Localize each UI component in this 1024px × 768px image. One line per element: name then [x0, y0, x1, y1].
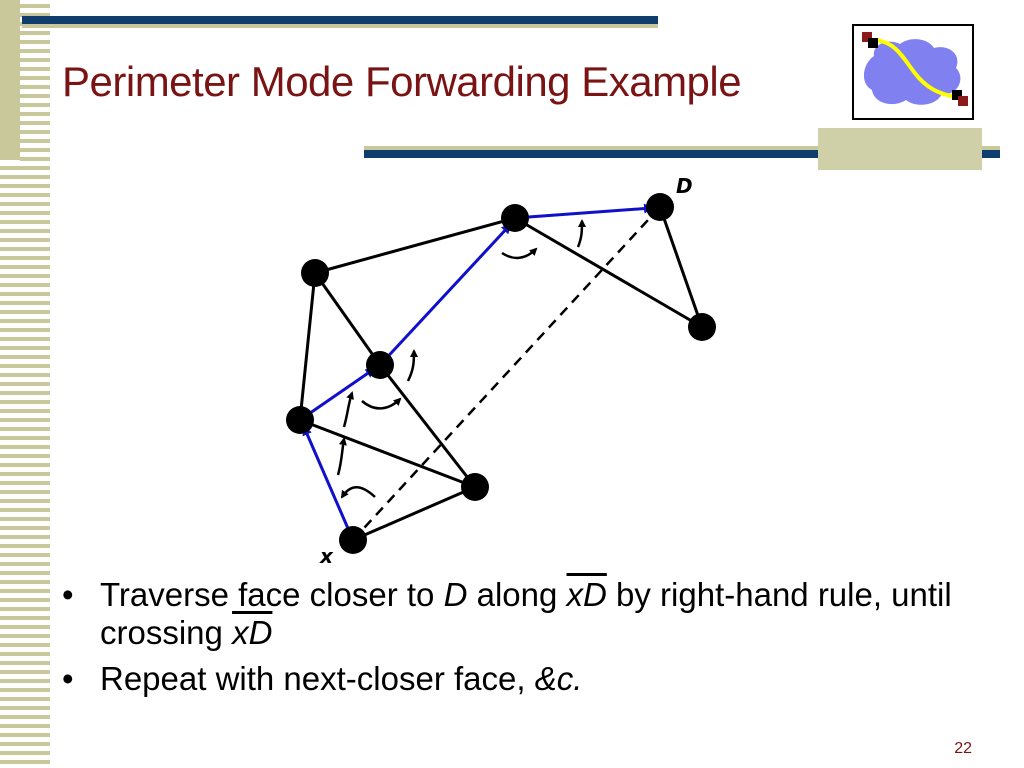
node [461, 473, 489, 501]
xd-segment-label: xD [232, 614, 273, 651]
rotation-arrows [336, 219, 586, 499]
graph-edges [298, 206, 704, 542]
destination-label: D [676, 174, 693, 198]
node [366, 351, 394, 379]
bullet-dot-icon: • [62, 576, 74, 613]
node [286, 406, 314, 434]
slide-title: Perimeter Mode Forwarding Example [62, 58, 742, 105]
source-label: x [319, 544, 334, 568]
top-accent-bar-light [22, 24, 658, 28]
mid-accent-bar-light [364, 146, 1000, 150]
node [688, 313, 716, 341]
graph-nodes [286, 193, 716, 554]
bullet-dot-icon: • [62, 660, 74, 697]
xd-segment-label: xD [566, 576, 607, 613]
perimeter-forwarding-diagram: D x [286, 174, 716, 568]
left-stripe-decoration [0, 0, 50, 768]
mid-accent-bar [364, 150, 1000, 158]
page-number: 22 [954, 740, 972, 757]
top-accent-bar [22, 16, 658, 24]
forwarding-path [299, 203, 654, 541]
node [301, 259, 329, 287]
bullet-item: •Traverse face closer to D along xD by r… [62, 576, 952, 651]
node [501, 204, 529, 232]
node-destination [646, 193, 674, 221]
bullet-item: •Repeat with next-closer face, &c. [62, 660, 583, 697]
xd-dashed-line [352, 206, 661, 541]
network-logo-icon [852, 24, 974, 120]
corner-accent-box [818, 128, 982, 170]
node-source [339, 526, 367, 554]
bullet-list: •Traverse face closer to D along xD by r… [60, 576, 1000, 706]
